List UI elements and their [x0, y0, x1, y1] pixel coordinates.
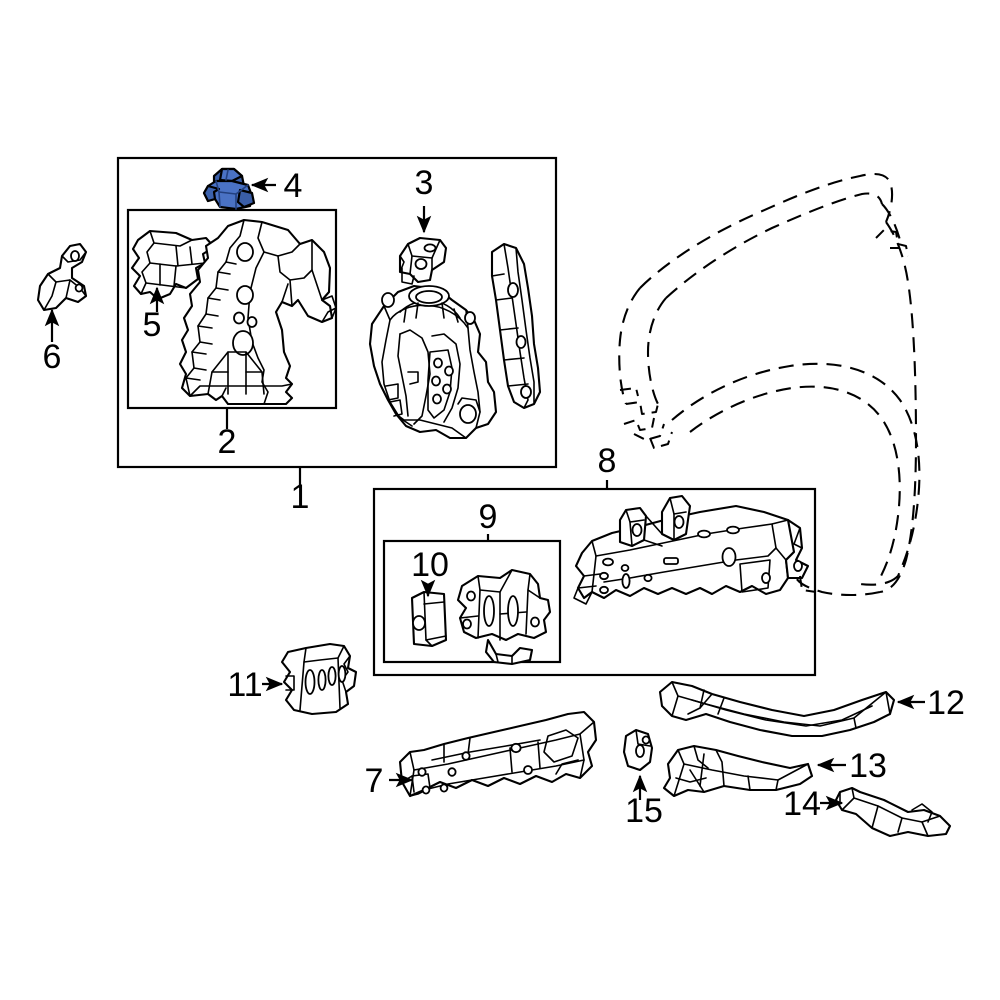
callout-label-9: 9 — [479, 498, 498, 536]
part-8-front-side-rail — [573, 494, 810, 605]
front-fender-ghost-outline — [618, 172, 921, 597]
callout-label-15: 15 — [625, 792, 663, 830]
part-apron-shock-tower — [368, 284, 498, 440]
group-box-1 — [116, 156, 558, 469]
part-3-upper-mount-bracket — [398, 236, 448, 285]
part-11-side-panel-plate — [280, 642, 358, 716]
callout-label-7: 7 — [365, 762, 384, 800]
part-9-rail-extension — [456, 568, 552, 666]
callout-label-8: 8 — [598, 442, 617, 480]
callout-label-6: 6 — [43, 338, 62, 376]
part-14-lower-arm-bracket — [834, 786, 952, 838]
callout-label-11: 11 — [227, 666, 262, 704]
group-box-8 — [372, 487, 817, 677]
part-12-upper-rail-channel — [658, 680, 896, 738]
group-box-9 — [382, 539, 562, 664]
part-apron-side-member — [490, 242, 542, 410]
callout-label-14: 14 — [783, 785, 821, 823]
callout-label-12: 12 — [927, 684, 965, 722]
callout-label-13: 13 — [849, 747, 887, 785]
callout-label-2: 2 — [218, 423, 237, 461]
part-6-small-hinge-bracket — [36, 242, 88, 312]
part-15-reinforcement-plate — [622, 728, 654, 772]
callout-label-5: 5 — [143, 306, 162, 344]
callout-label-4: 4 — [284, 167, 303, 205]
part-10-stopper-block — [410, 590, 448, 648]
part-2-wheelhouse-apron-panel — [178, 218, 337, 406]
part-13-rail-extension-bracket — [662, 744, 814, 798]
part-5-apron-reinforcement — [130, 229, 216, 301]
callout-label-10: 10 — [411, 546, 449, 584]
part-4-highlighted-bracket — [202, 167, 256, 211]
callout-label-3: 3 — [415, 164, 434, 202]
callout-label-1: 1 — [291, 478, 310, 516]
part-7-lower-crossmember — [398, 710, 598, 798]
